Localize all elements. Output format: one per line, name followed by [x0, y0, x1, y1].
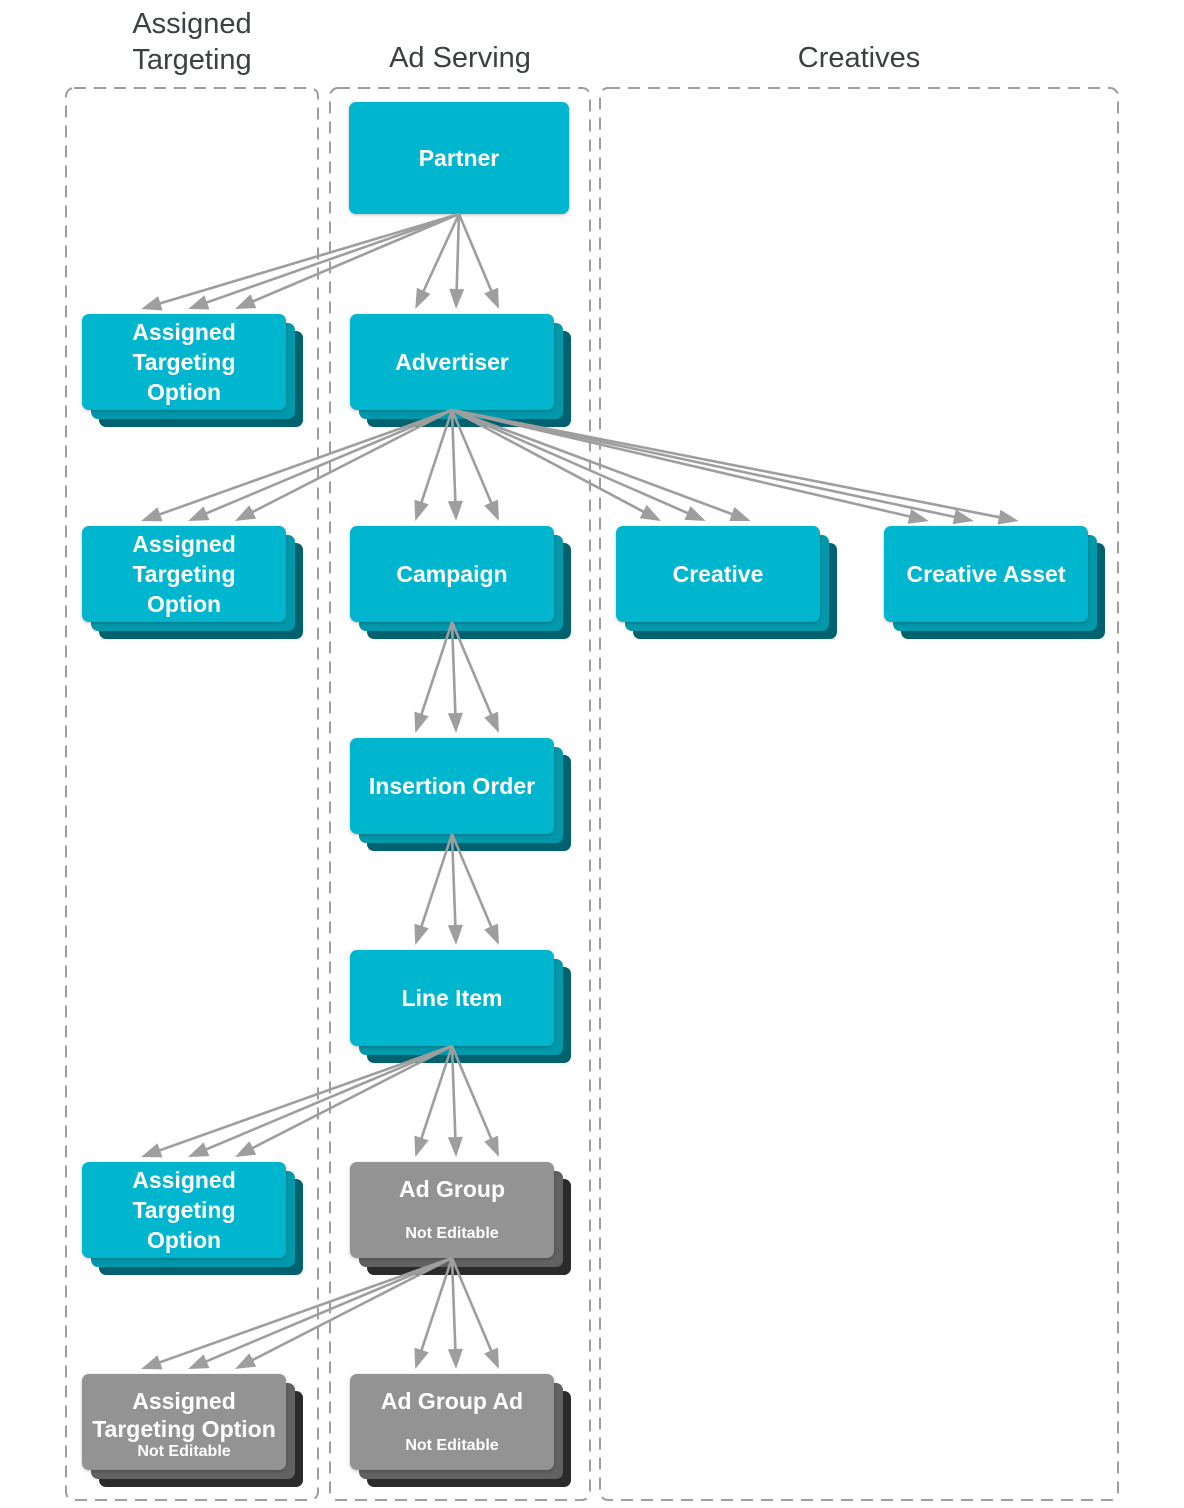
edge-arrowhead — [188, 1354, 210, 1369]
edge-arrowhead — [414, 1135, 429, 1157]
edge-line — [204, 212, 460, 305]
node-label: Assigned Targeting Option — [92, 1388, 276, 1442]
edge-arrowhead — [449, 288, 465, 309]
edge-arrowhead — [414, 499, 429, 521]
node-label: Ad Group Ad — [380, 1388, 524, 1414]
edge-arrowhead — [484, 499, 499, 521]
edge-arrowhead — [141, 1143, 163, 1158]
edge-line — [158, 212, 460, 306]
column-title-creatives: Creatives — [797, 42, 921, 74]
node-label: Line Item — [401, 985, 503, 1011]
node-face: Campaign — [350, 526, 554, 622]
edge-partner-to-advertiser — [415, 213, 499, 309]
column-outline-assigned-targeting — [65, 87, 319, 1501]
edge-arrowhead — [188, 506, 210, 521]
edge-arrowhead — [447, 924, 463, 945]
node-label: Ad Group — [398, 1176, 506, 1202]
edge-arrowhead — [235, 1141, 257, 1157]
node-face: Assigned Targeting Option — [82, 1162, 286, 1258]
node-creative-asset: Creative Asset — [884, 526, 1105, 639]
edge-line — [455, 213, 461, 292]
node-label: Assigned Targeting Option — [132, 319, 236, 405]
edge-arrowhead — [235, 1353, 257, 1369]
node-face: Creative — [616, 526, 820, 622]
edge-arrowhead — [188, 295, 210, 310]
node-partner: Partner — [349, 102, 569, 214]
node-sublabel: Not Editable — [137, 1443, 231, 1460]
edge-arrowhead — [235, 505, 257, 521]
node-label: Assigned Targeting Option — [132, 1167, 236, 1253]
edge-arrowhead — [414, 711, 429, 733]
column-outline-creatives — [599, 87, 1119, 1501]
node-insertion-order: Insertion Order — [350, 738, 571, 851]
node-sublabel: Not Editable — [405, 1225, 499, 1242]
edge-arrowhead — [907, 509, 929, 524]
node-creative: Creative — [616, 526, 837, 639]
edge-arrowhead — [997, 509, 1019, 525]
node-ato3: Assigned Targeting Option — [82, 1162, 303, 1275]
edge-partner-to-ato1 — [141, 212, 460, 311]
edge-arrowhead — [484, 1347, 499, 1369]
edge-arrowhead — [414, 923, 429, 945]
node-face: Partner — [349, 102, 569, 214]
node-line-item: Line Item — [350, 950, 571, 1063]
edge-arrowhead — [484, 711, 499, 733]
edge-arrowhead — [952, 509, 974, 525]
node-sublabel: Not Editable — [405, 1437, 499, 1454]
node-campaign: Campaign — [350, 526, 571, 639]
edge-advertiser-to-creative-asset — [451, 408, 1019, 525]
edge-arrowhead — [141, 1355, 163, 1370]
column-title-assigned-targeting: Assigned Targeting — [132, 8, 252, 76]
node-face: Ad Group Ad Not Editable — [350, 1374, 554, 1470]
node-face: Assigned Targeting Option — [82, 314, 286, 410]
node-label: Creative — [672, 561, 764, 587]
edge-arrowhead — [639, 504, 661, 521]
edge-arrowhead — [447, 712, 463, 733]
edge-arrowhead — [447, 500, 463, 521]
edge-arrowhead — [447, 1348, 463, 1369]
edge-line — [251, 212, 460, 304]
node-label: Assigned Targeting Option — [132, 531, 236, 617]
edge-arrowhead — [484, 1135, 499, 1157]
node-face: Creative Asset — [884, 526, 1088, 622]
node-ad-group-ad: Ad Group Ad Not Editable — [350, 1374, 571, 1487]
edge-arrowhead — [235, 294, 257, 309]
edge-arrowhead — [684, 506, 706, 521]
node-face: Insertion Order — [350, 738, 554, 834]
edge-line — [457, 213, 494, 293]
node-ato2: Assigned Targeting Option — [82, 526, 303, 639]
node-advertiser: Advertiser — [350, 314, 571, 427]
edge-arrowhead — [415, 287, 431, 309]
edge-arrowhead — [447, 1136, 463, 1157]
node-face: Advertiser — [350, 314, 554, 410]
edge-arrowhead — [414, 1347, 429, 1369]
edge-arrowhead — [141, 296, 163, 311]
edge-arrowhead — [188, 1142, 210, 1157]
edge-line — [421, 213, 461, 294]
edge-arrowhead — [729, 507, 751, 522]
edge-arrowhead — [484, 287, 499, 309]
node-label: Campaign — [396, 561, 508, 587]
edge-arrowhead — [141, 507, 163, 522]
node-face: Line Item — [350, 950, 554, 1046]
node-label: Creative Asset — [906, 561, 1066, 587]
node-ato1: Assigned Targeting Option — [82, 314, 303, 427]
node-label: Insertion Order — [368, 773, 536, 799]
column-title-ad-serving: Ad Serving — [389, 42, 531, 74]
node-label: Partner — [418, 145, 500, 171]
node-face: Assigned Targeting Option — [82, 526, 286, 622]
node-label: Advertiser — [395, 349, 509, 375]
edge-arrowhead — [484, 923, 499, 945]
